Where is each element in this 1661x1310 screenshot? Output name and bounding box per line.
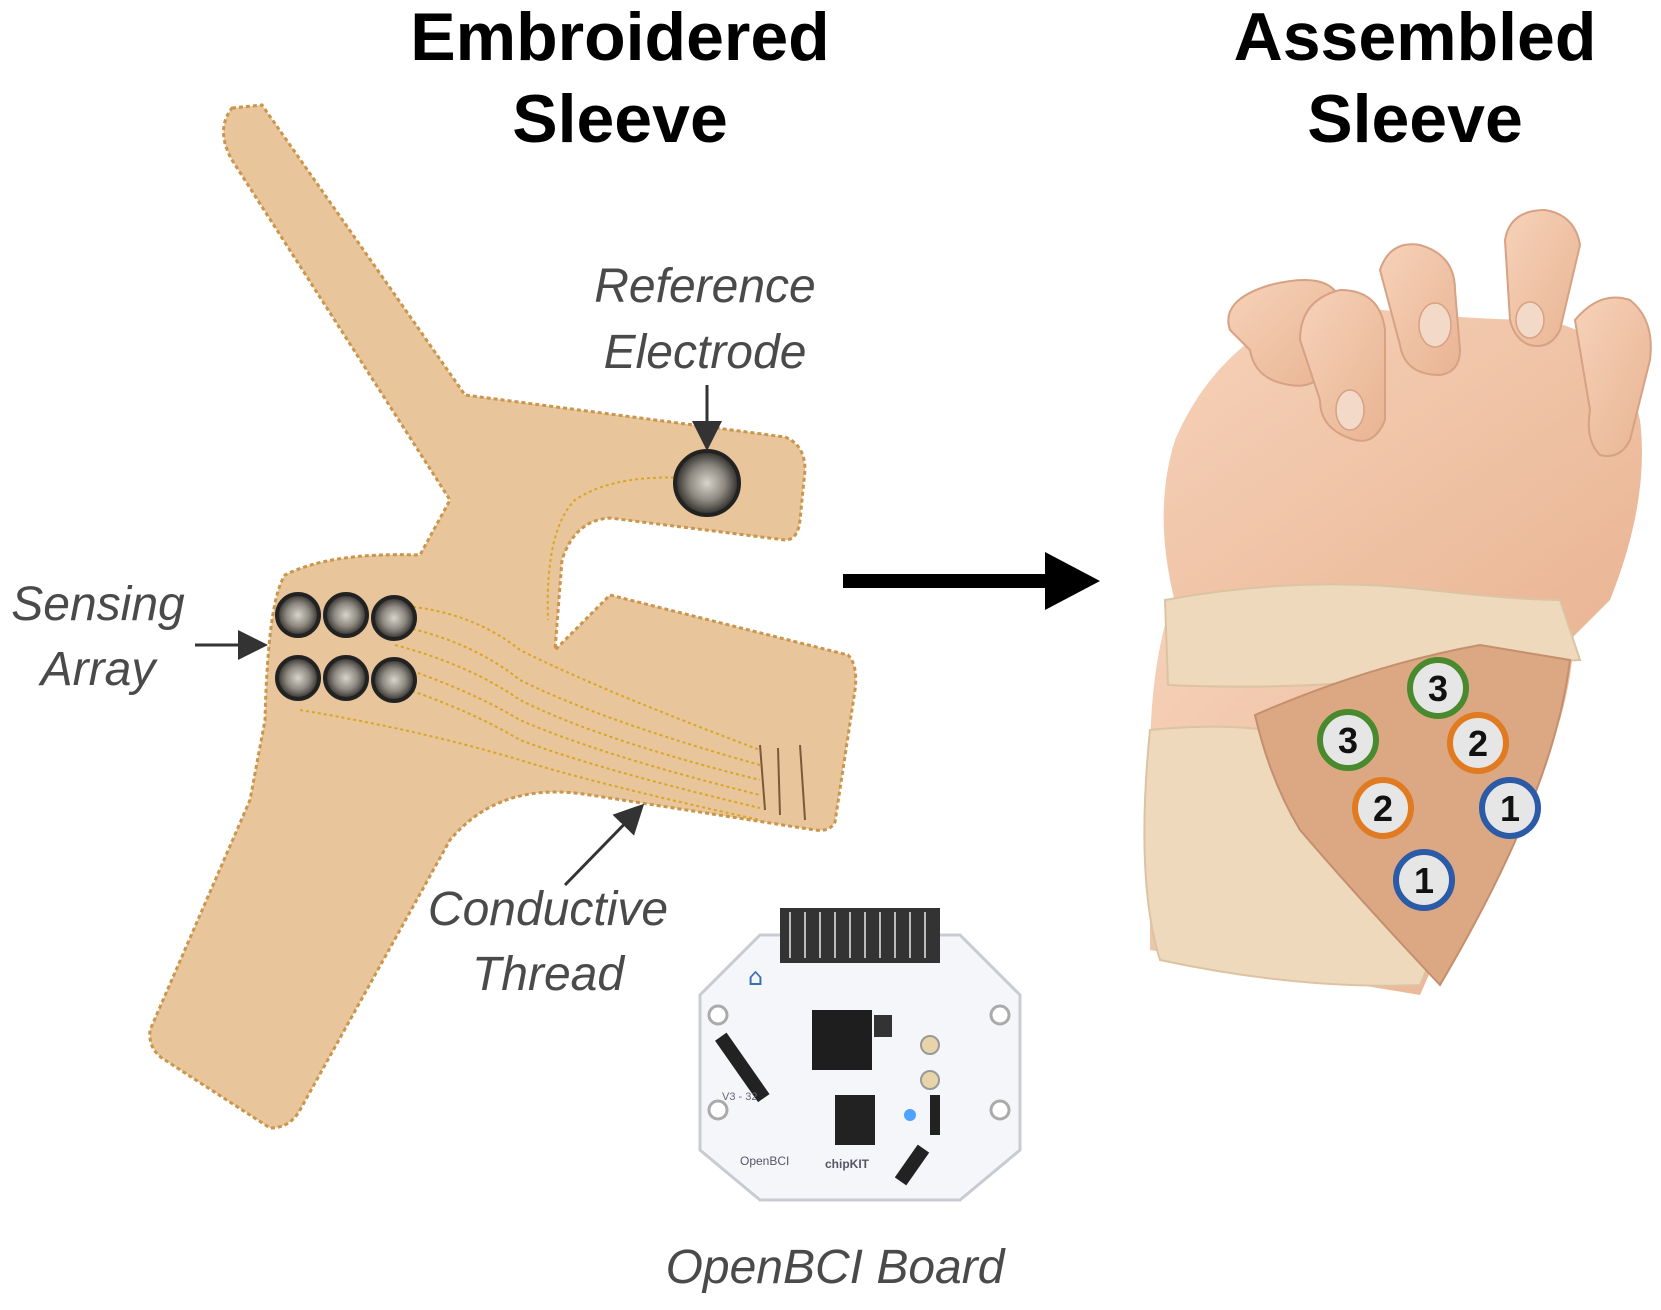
electrode-marker-circle xyxy=(1447,712,1509,774)
electrode-marker-circle xyxy=(1407,657,1469,719)
electrode-marker-label: 2 xyxy=(1373,788,1393,829)
assembled-title-line2: Sleeve xyxy=(1307,81,1523,157)
board-chip-text: chipKIT xyxy=(825,1157,870,1171)
embroidered-title-line1: Embroidered xyxy=(410,0,829,75)
board-main-chip xyxy=(812,1010,872,1070)
electrode-marker-circle xyxy=(1317,709,1379,771)
electrode-marker-label: 1 xyxy=(1414,860,1434,901)
palm xyxy=(1163,305,1642,650)
reference-electrode xyxy=(673,449,741,517)
electrode-marker-3: 3 xyxy=(1317,709,1379,771)
board-label: OpenBCI Board xyxy=(666,1241,1006,1294)
electrode-marker-label: 3 xyxy=(1338,720,1358,761)
electrode-marker-1: 1 xyxy=(1479,777,1541,839)
sensing-label-line2: Array xyxy=(38,643,159,696)
reference-label-line1: Reference xyxy=(594,260,815,313)
electrode-marker-label: 1 xyxy=(1500,788,1520,829)
transition-arrow xyxy=(843,552,1100,610)
board-version-text: V3 - 32 xyxy=(722,1091,757,1103)
electrode-marker-2: 2 xyxy=(1447,712,1509,774)
reference-label-line2: Electrode xyxy=(604,326,807,379)
electrode-marker-circle xyxy=(1393,849,1455,911)
conductive-label-line1: Conductive xyxy=(428,883,668,936)
sensing-array-electrodes xyxy=(275,592,417,703)
conductive-pointer-arrow xyxy=(563,803,645,887)
board-brand-text: OpenBCI xyxy=(740,1154,789,1168)
embroidered-sleeve xyxy=(148,103,858,1130)
electrode-marker-3: 3 xyxy=(1407,657,1469,719)
electrode-marker-label: 3 xyxy=(1428,668,1448,709)
board-header-pins xyxy=(780,908,940,963)
openbci-board: V3 - 32 OpenBCI chipKIT ⌂ xyxy=(698,908,1022,1202)
board-logo-icon: ⌂ xyxy=(748,963,763,991)
assembled-title-line1: Assembled xyxy=(1234,0,1597,75)
sleeve-fabric xyxy=(148,103,858,1130)
conductive-thread-traces xyxy=(299,476,761,821)
electrode-marker-circle xyxy=(1352,777,1414,839)
connector-wires xyxy=(759,744,806,821)
embroidered-title-line2: Sleeve xyxy=(512,81,728,157)
electrode-marker-label: 2 xyxy=(1468,723,1488,764)
electrode-marker-1: 1 xyxy=(1393,849,1455,911)
electrode-marker-circle xyxy=(1479,777,1541,839)
conductive-label-line2: Thread xyxy=(472,948,625,1001)
sensing-label-line1: Sensing xyxy=(11,578,185,631)
electrode-marker-2: 2 xyxy=(1352,777,1414,839)
